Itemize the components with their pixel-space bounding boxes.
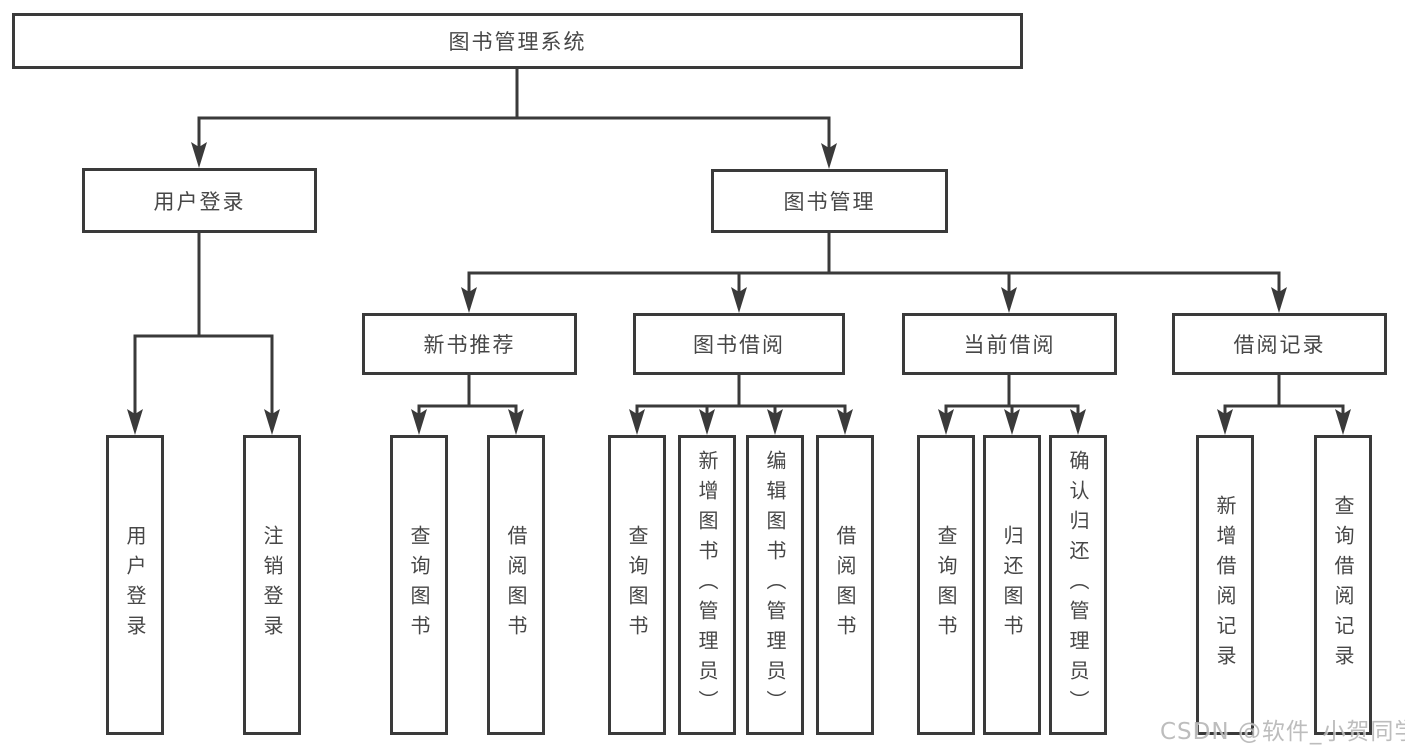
node-borrowing-records: 借阅记录 (1172, 313, 1387, 375)
leaf-query-books-current: 查询图书 (917, 435, 975, 735)
leaf-query-books-recommend: 查询图书 (390, 435, 448, 735)
leaf-add-borrow-record: 新增借阅记录 (1196, 435, 1254, 735)
csdn-watermark: CSDN @软件_小贺同学 (1160, 719, 1405, 745)
leaf-edit-book-admin: 编辑图书（管理员） (746, 435, 804, 735)
node-library-management-system: 图书管理系统 (12, 13, 1023, 69)
leaf-confirm-return-admin: 确认归还（管理员） (1049, 435, 1107, 735)
leaf-query-borrow-record: 查询借阅记录 (1314, 435, 1372, 735)
leaf-add-book-admin: 新增图书（管理员） (678, 435, 736, 735)
node-user-login-group: 用户登录 (82, 168, 317, 233)
leaf-user-login: 用户登录 (106, 435, 164, 735)
node-current-borrowing: 当前借阅 (902, 313, 1117, 375)
leaf-borrow-books: 借阅图书 (816, 435, 874, 735)
leaf-logout: 注销登录 (243, 435, 301, 735)
leaf-return-books: 归还图书 (983, 435, 1041, 735)
node-book-borrowing: 图书借阅 (633, 313, 845, 375)
leaf-borrow-books-recommend: 借阅图书 (487, 435, 545, 735)
leaf-query-books-borrowing: 查询图书 (608, 435, 666, 735)
node-book-management-group: 图书管理 (711, 169, 948, 233)
node-new-book-recommendation: 新书推荐 (362, 313, 577, 375)
